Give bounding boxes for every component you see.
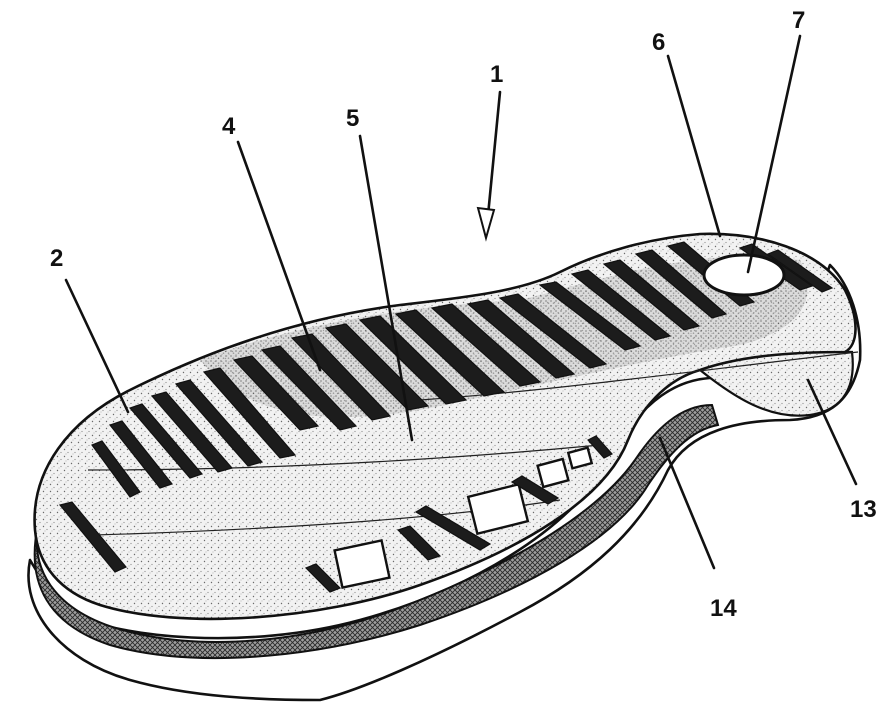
heel-opening-7 [702,253,786,297]
tread-line-3 [419,351,859,401]
lateral-slots [304,435,613,593]
rim-band-14 [33,403,720,660]
leader-13 [806,378,858,486]
ref-label-14: 14 [710,595,737,622]
ref-label-13: 13 [850,496,877,523]
heel-grooves [538,241,834,351]
ref-label-7: 7 [792,7,805,34]
ref-label-4: 4 [222,113,236,140]
toe-grooves [58,355,320,573]
arrow-1-head [476,206,496,242]
leader-5 [358,134,414,442]
ref-label-2: 2 [50,245,63,272]
leader-4 [236,140,322,372]
ref-label-1: 1 [490,61,503,88]
ref-label-6: 6 [652,29,665,56]
leader-2 [64,278,130,414]
leader-6 [666,54,722,238]
forefoot-grooves [260,293,608,431]
ref-label-5: 5 [346,105,359,132]
leader-14 [658,436,716,570]
leader-7 [746,34,802,274]
